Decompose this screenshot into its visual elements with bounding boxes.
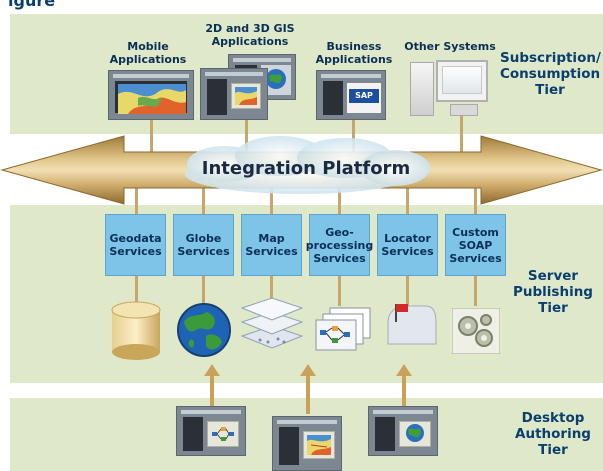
business-app-window: SAP <box>316 70 386 120</box>
map-icon <box>235 87 257 105</box>
gears-icon <box>452 308 500 354</box>
geodata-services-box: Geodata Services <box>105 214 166 276</box>
connector-business <box>352 118 355 158</box>
business-applications-label: Business Applications <box>315 40 393 66</box>
mailbox-icon <box>387 304 437 345</box>
other-systems-label: Other Systems <box>404 40 496 53</box>
connector-map-down <box>270 276 273 300</box>
connector-globe-down <box>202 276 205 306</box>
globe-icon <box>406 424 424 442</box>
custom-soap-services-box: Custom SOAP Services <box>445 214 506 276</box>
business-logo: SAP <box>349 89 379 103</box>
locator-services-box: Locator Services <box>377 214 438 276</box>
figure-title-clipped: igure <box>8 0 56 10</box>
cloud-icon <box>185 136 430 194</box>
integration-arrow <box>0 135 603 205</box>
connector-gis <box>245 110 248 158</box>
integration-platform-label: Integration Platform <box>201 158 411 179</box>
desktop-tier-label: Desktop Authoring Tier <box>515 410 591 458</box>
arrow-up-icon <box>204 364 220 410</box>
desktop-window-geoprocessing <box>176 406 246 456</box>
desktop-window-globe <box>368 406 438 456</box>
map-layers-icon <box>240 297 304 349</box>
connector-mobile <box>150 118 153 158</box>
arrow-up-icon <box>396 364 412 410</box>
connector-globe-up <box>202 185 205 215</box>
gis-window-front <box>200 68 268 120</box>
globe-icon <box>266 69 286 89</box>
globe-services-box: Globe Services <box>173 214 234 276</box>
map-icon <box>118 84 186 114</box>
database-icon <box>111 301 161 360</box>
monitor-icon <box>436 60 488 102</box>
connector-soap-down <box>474 276 477 306</box>
connector-locator-up <box>406 185 409 215</box>
map-services-box: Map Services <box>241 214 302 276</box>
connector-geo-down <box>338 276 341 306</box>
gis-applications-label: 2D and 3D GIS Applications <box>205 22 295 48</box>
geoprocessing-documents-icon <box>315 307 371 351</box>
connector-geo-up <box>338 185 341 215</box>
server-tower-icon <box>410 62 434 116</box>
connector-other <box>460 112 463 158</box>
connector-map-up <box>270 185 273 215</box>
map-icon <box>307 435 331 455</box>
monitor-stand <box>450 104 478 116</box>
mobile-app-window <box>108 70 194 120</box>
geoprocessing-services-box: Geo- processing Services <box>306 214 373 276</box>
subscription-tier-label: Subscription/ Consumption Tier <box>500 50 601 98</box>
arrow-up-icon <box>300 364 316 414</box>
globe-icon <box>177 303 231 357</box>
connector-geodata-down <box>135 276 138 306</box>
server-tier-label: Server Publishing Tier <box>513 268 593 316</box>
workflow-icon <box>212 427 234 441</box>
desktop-window-map <box>272 416 342 471</box>
connector-geodata-up <box>135 185 138 215</box>
connector-soap-up <box>474 185 477 215</box>
mobile-applications-label: Mobile Applications <box>109 40 187 66</box>
connector-locator-down <box>406 276 409 306</box>
